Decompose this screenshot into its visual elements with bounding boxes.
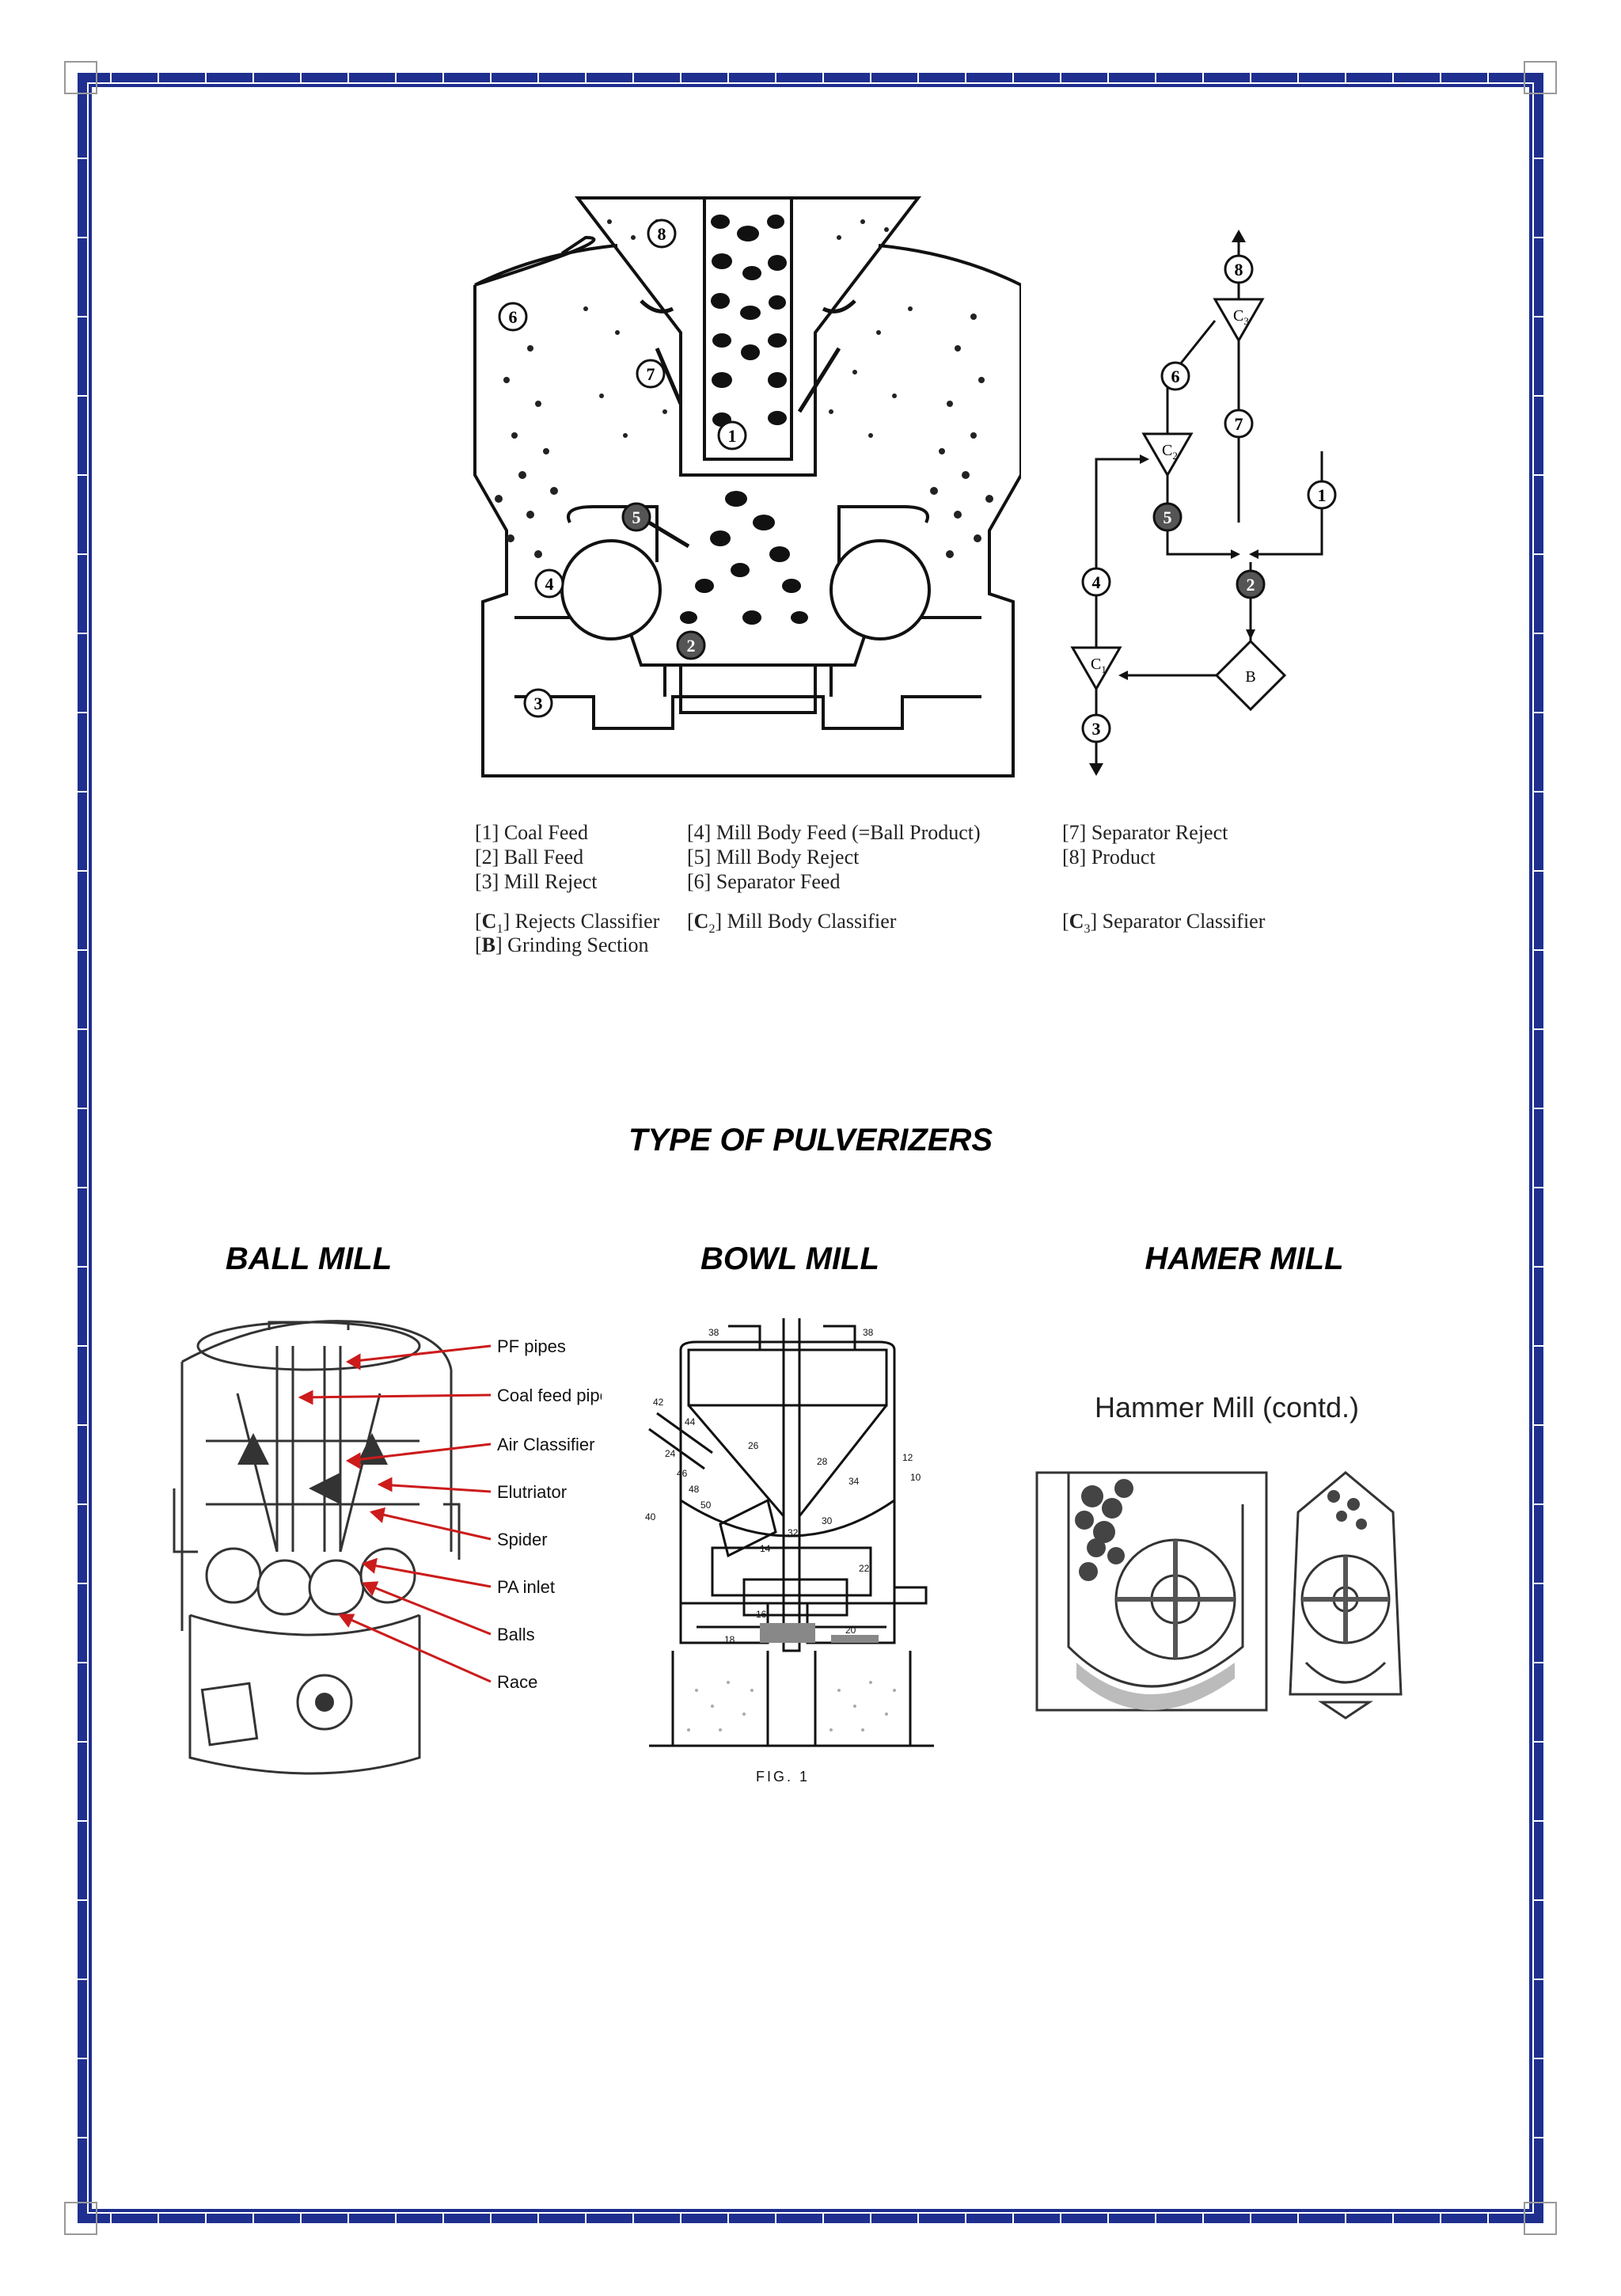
bowl-part-38b: 38 bbox=[863, 1327, 874, 1338]
bowl-part-30: 30 bbox=[822, 1515, 833, 1526]
bowl-part-28: 28 bbox=[817, 1456, 828, 1467]
bowl-part-18: 18 bbox=[724, 1634, 735, 1645]
node-c3: C3 bbox=[1233, 307, 1249, 327]
bowl-part-24: 24 bbox=[665, 1448, 676, 1459]
legend-col-2: [4] Mill Body Feed (=Ball Product) [5] M… bbox=[687, 820, 981, 894]
ball-mill-label-coal-feed-pipe: Coal feed pipe bbox=[497, 1386, 602, 1405]
bowl-part-46: 46 bbox=[677, 1468, 688, 1479]
ball-mill-label-pf-pipes: PF pipes bbox=[497, 1336, 566, 1356]
bowl-part-32: 32 bbox=[788, 1527, 799, 1538]
bowl-mill-title: BOWL MILL bbox=[700, 1241, 879, 1276]
node-b: B bbox=[1245, 668, 1255, 686]
circuit-flow-diagram: 8 6 7 1 5 2 4 3 C3 C2 C1 B bbox=[1070, 230, 1337, 776]
bowl-part-34: 34 bbox=[848, 1476, 860, 1487]
circuit-stream-6: 6 bbox=[1171, 367, 1180, 386]
ball-mill-label-elutriator: Elutriator bbox=[497, 1482, 567, 1502]
legend-item: [4] Mill Body Feed (=Ball Product) bbox=[687, 821, 981, 844]
ball-mill-label-race: Race bbox=[497, 1672, 537, 1692]
legend-item: [5] Mill Body Reject bbox=[687, 846, 860, 869]
legend-item: [2] Ball Feed bbox=[475, 846, 584, 869]
circuit-stream-2: 2 bbox=[1247, 575, 1255, 595]
stream-label-1: 1 bbox=[728, 426, 737, 446]
stream-label-6: 6 bbox=[509, 307, 518, 327]
legend-item: [1] Coal Feed bbox=[475, 821, 588, 844]
ball-mill-label-balls: Balls bbox=[497, 1625, 535, 1644]
hammer-mill-illustration: Hammer Mill (contd.) bbox=[1035, 1391, 1403, 1720]
stream-label-2: 2 bbox=[687, 636, 696, 656]
bowl-part-42: 42 bbox=[653, 1397, 664, 1408]
mill-cross-section-diagram: 8 6 7 1 5 4 2 3 bbox=[473, 196, 1021, 777]
circuit-stream-5: 5 bbox=[1164, 507, 1172, 527]
bowl-part-14: 14 bbox=[760, 1543, 771, 1554]
node-c1: C1 bbox=[1091, 656, 1107, 675]
ball-mill-label-spider: Spider bbox=[497, 1530, 548, 1549]
stream-label-5: 5 bbox=[632, 507, 641, 527]
node-c2: C2 bbox=[1162, 442, 1178, 462]
legend-item: [8] Product bbox=[1062, 846, 1156, 869]
stream-label-4: 4 bbox=[545, 574, 554, 594]
bowl-part-20: 20 bbox=[845, 1625, 856, 1636]
bowl-part-12: 12 bbox=[902, 1452, 913, 1463]
legend-item: [7] Separator Reject bbox=[1062, 821, 1228, 844]
section-title: TYPE OF PULVERIZERS bbox=[628, 1123, 993, 1158]
bowl-part-16: 16 bbox=[756, 1609, 767, 1620]
bowl-part-50: 50 bbox=[700, 1500, 712, 1511]
ball-mill-label-air-classifier: Air Classifier bbox=[497, 1435, 594, 1454]
legend-grinding-section: [B] Grinding Section bbox=[475, 933, 649, 956]
stream-label-7: 7 bbox=[647, 364, 655, 384]
stream-label-8: 8 bbox=[658, 224, 666, 244]
legend-classifier-c1: [C1] Rejects Classifier bbox=[475, 910, 660, 937]
hammer-mill-heading: Hammer Mill (contd.) bbox=[1095, 1391, 1359, 1424]
circuit-stream-8: 8 bbox=[1235, 260, 1243, 279]
stream-label-3: 3 bbox=[534, 694, 543, 713]
bowl-part-26: 26 bbox=[748, 1440, 759, 1451]
bowl-mill-illustration: 38 38 42 44 26 28 12 10 34 24 46 48 50 4… bbox=[645, 1318, 934, 1785]
legend-col-1: [1] Coal Feed [2] Ball Feed [3] Mill Rej… bbox=[475, 820, 598, 894]
circuit-stream-1: 1 bbox=[1318, 485, 1327, 505]
bowl-part-38a: 38 bbox=[708, 1327, 719, 1338]
ball-mill-label-pa-inlet: PA inlet bbox=[497, 1577, 555, 1597]
ball-mill-illustration: PF pipes Coal feed pipe Air Classifier E… bbox=[173, 1320, 602, 1775]
circuit-stream-4: 4 bbox=[1092, 572, 1101, 592]
bowl-part-44: 44 bbox=[685, 1416, 696, 1427]
legend-col-3: [7] Separator Reject [8] Product bbox=[1062, 820, 1228, 869]
bowl-part-48: 48 bbox=[689, 1484, 700, 1495]
bowl-mill-caption: FIG. 1 bbox=[756, 1769, 810, 1785]
legend-item: [3] Mill Reject bbox=[475, 870, 598, 893]
bowl-part-22: 22 bbox=[859, 1563, 870, 1574]
legend-classifier-c2: [C2] Mill Body Classifier bbox=[687, 910, 897, 937]
hammer-mill-title: HAMER MILL bbox=[1145, 1241, 1344, 1276]
legend-item: [6] Separator Feed bbox=[687, 870, 841, 893]
legend-classifier-c3: [C3] Separator Classifier bbox=[1062, 910, 1266, 937]
circuit-stream-3: 3 bbox=[1092, 719, 1101, 739]
circuit-stream-7: 7 bbox=[1235, 414, 1243, 434]
ball-mill-title: BALL MILL bbox=[225, 1241, 393, 1276]
bowl-part-40: 40 bbox=[645, 1511, 656, 1522]
bowl-part-10: 10 bbox=[910, 1472, 921, 1483]
